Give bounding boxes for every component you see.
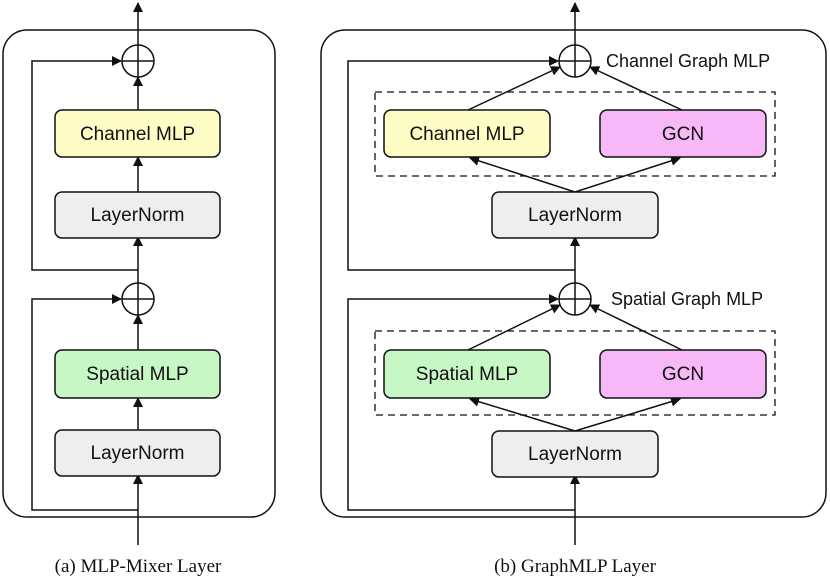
channel-mlp-block-a bbox=[54, 109, 221, 158]
skip-connection-bottom-b bbox=[347, 294, 575, 511]
layernorm-top-label-a: LayerNorm bbox=[91, 205, 185, 226]
caption-b: (b) GraphMLP Layer bbox=[494, 556, 656, 577]
arrow-spatial-to-add-b bbox=[467, 304, 561, 351]
layernorm-bottom-block-a bbox=[54, 429, 221, 477]
arrow-channel-to-add-b bbox=[467, 66, 561, 111]
spatial-mlp-label-a: Spatial MLP bbox=[86, 364, 188, 385]
channel-graph-mlp-label: Channel Graph MLP bbox=[606, 51, 770, 71]
spatial-mlp-block-a bbox=[54, 349, 221, 399]
layernorm-bottom-block-b bbox=[491, 430, 659, 478]
layernorm-top-block-b bbox=[491, 191, 659, 239]
skip-connection-top bbox=[31, 56, 138, 271]
skip-connection-bottom bbox=[31, 294, 138, 511]
add-node-top-b bbox=[558, 44, 592, 78]
gcn-bottom-label-b: GCN bbox=[662, 364, 704, 385]
panel-a-frame bbox=[2, 29, 276, 518]
panel-a: Channel MLP LayerNorm Spatial MLP LayerN… bbox=[2, 2, 276, 577]
panel-b-frame bbox=[320, 29, 827, 518]
spatial-graph-mlp-label: Spatial Graph MLP bbox=[611, 289, 763, 309]
layernorm-bottom-label-a: LayerNorm bbox=[91, 443, 185, 464]
channel-mlp-label-a: Channel MLP bbox=[80, 124, 195, 145]
caption-a: (a) MLP-Mixer Layer bbox=[55, 556, 222, 577]
spatial-graph-mlp-group bbox=[374, 330, 776, 416]
spatial-mlp-label-b: Spatial MLP bbox=[416, 364, 518, 385]
arrow-layernorm-to-gcn-top-b bbox=[574, 156, 681, 193]
panel-b: Channel MLP GCN LayerNorm Spatial MLP GC… bbox=[320, 2, 827, 577]
add-node-bottom bbox=[121, 282, 155, 316]
layernorm-top-block-a bbox=[54, 191, 221, 239]
channel-graph-mlp-group bbox=[374, 91, 776, 177]
arrow-gcn-to-add-b bbox=[589, 304, 683, 351]
add-node-top bbox=[121, 44, 155, 78]
arrow-layernorm-to-channel-b bbox=[469, 156, 576, 193]
arrow-layernorm-to-gcn-b bbox=[574, 396, 681, 432]
channel-mlp-label-b: Channel MLP bbox=[409, 124, 524, 145]
gcn-top-block-b bbox=[599, 109, 767, 158]
arrow-gcn-top-to-add-b bbox=[589, 66, 683, 111]
layernorm-top-label-b: LayerNorm bbox=[528, 205, 622, 226]
spatial-mlp-block-b bbox=[383, 349, 551, 399]
gcn-top-label-b: GCN bbox=[662, 124, 704, 145]
add-node-bottom-b bbox=[558, 282, 592, 316]
skip-connection-top-b bbox=[347, 56, 575, 271]
channel-mlp-block-b bbox=[383, 109, 551, 158]
gcn-bottom-block-b bbox=[599, 349, 767, 399]
layernorm-bottom-label-b: LayerNorm bbox=[528, 444, 622, 465]
